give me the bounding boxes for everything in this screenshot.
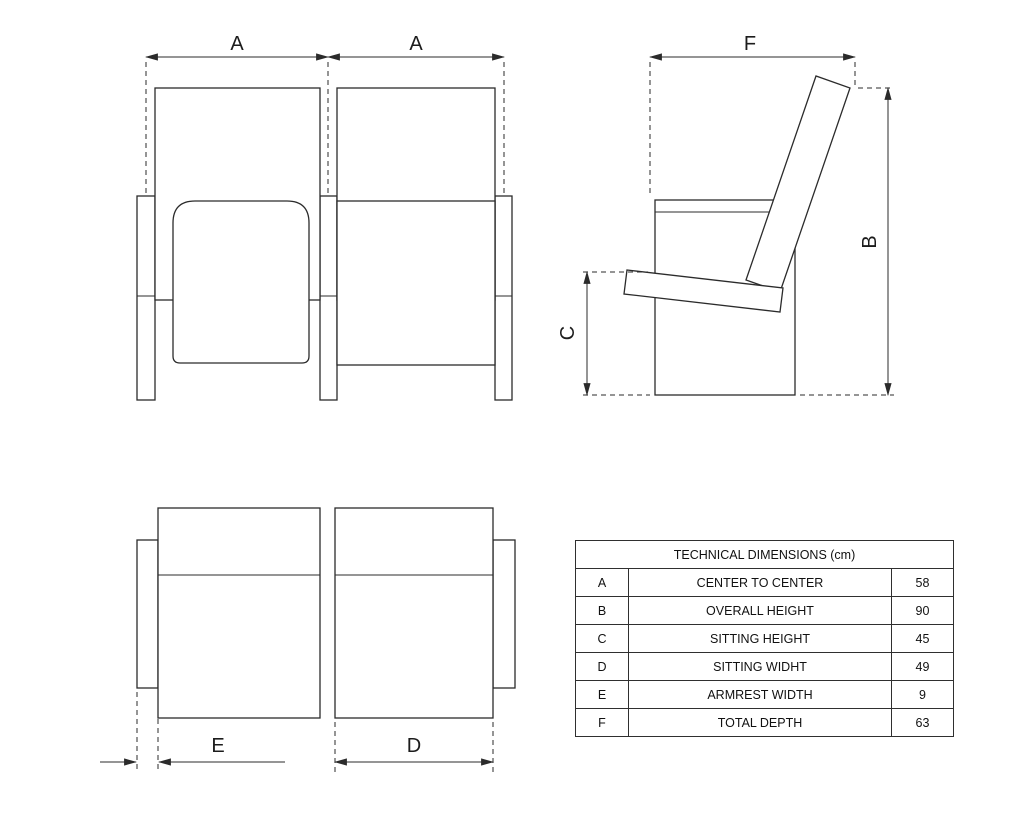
table-row: D SITTING WIDHT 49 xyxy=(575,652,954,681)
bottom-view: E D xyxy=(100,507,516,772)
dimension-e-lines xyxy=(100,692,285,772)
table-row: C SITTING HEIGHT 45 xyxy=(575,624,954,653)
dimension-label-f: F xyxy=(744,33,756,55)
dim-letter-cell: F xyxy=(575,708,629,737)
table-row: A CENTER TO CENTER 58 xyxy=(575,568,954,597)
table-title: TECHNICAL DIMENSIONS (cm) xyxy=(575,540,954,569)
dim-letter-cell: E xyxy=(575,680,629,709)
dimension-f-lines xyxy=(648,53,857,196)
dim-value-cell: 49 xyxy=(891,652,954,681)
dimension-label-a-right: A xyxy=(409,33,423,55)
dimension-label-b: B xyxy=(859,235,881,248)
dim-label-cell: CENTER TO CENTER xyxy=(628,568,892,597)
side-view-seat xyxy=(623,75,851,396)
table-row: E ARMREST WIDTH 9 xyxy=(575,680,954,709)
dimension-d-lines xyxy=(333,722,495,772)
dimension-a-lines xyxy=(144,53,506,198)
dim-letter-cell: B xyxy=(575,596,629,625)
dimension-label-e: E xyxy=(211,735,224,757)
dim-label-cell: ARMREST WIDTH xyxy=(628,680,892,709)
side-view: F B C xyxy=(557,33,894,397)
dim-label-cell: SITTING WIDHT xyxy=(628,652,892,681)
front-view-seats xyxy=(136,87,513,401)
dimension-label-c: C xyxy=(557,326,579,340)
dim-value-cell: 9 xyxy=(891,680,954,709)
dim-value-cell: 90 xyxy=(891,596,954,625)
dimensions-table: TECHNICAL DIMENSIONS (cm) A CENTER TO CE… xyxy=(575,540,954,737)
dim-label-cell: OVERALL HEIGHT xyxy=(628,596,892,625)
front-view: A A xyxy=(136,33,513,401)
dim-value-cell: 63 xyxy=(891,708,954,737)
bottom-view-seats xyxy=(136,507,516,719)
table-header-row: TECHNICAL DIMENSIONS (cm) xyxy=(575,540,954,569)
dim-letter-cell: A xyxy=(575,568,629,597)
dim-letter-cell: C xyxy=(575,624,629,653)
dimension-label-a-left: A xyxy=(230,33,244,55)
table-row: F TOTAL DEPTH 63 xyxy=(575,708,954,737)
dim-value-cell: 45 xyxy=(891,624,954,653)
dim-letter-cell: D xyxy=(575,652,629,681)
dim-label-cell: SITTING HEIGHT xyxy=(628,624,892,653)
dimension-label-d: D xyxy=(407,735,421,757)
dim-label-cell: TOTAL DEPTH xyxy=(628,708,892,737)
dimension-b-lines xyxy=(800,86,894,397)
table-row: B OVERALL HEIGHT 90 xyxy=(575,596,954,625)
dimension-c-lines xyxy=(583,270,650,397)
dim-value-cell: 58 xyxy=(891,568,954,597)
